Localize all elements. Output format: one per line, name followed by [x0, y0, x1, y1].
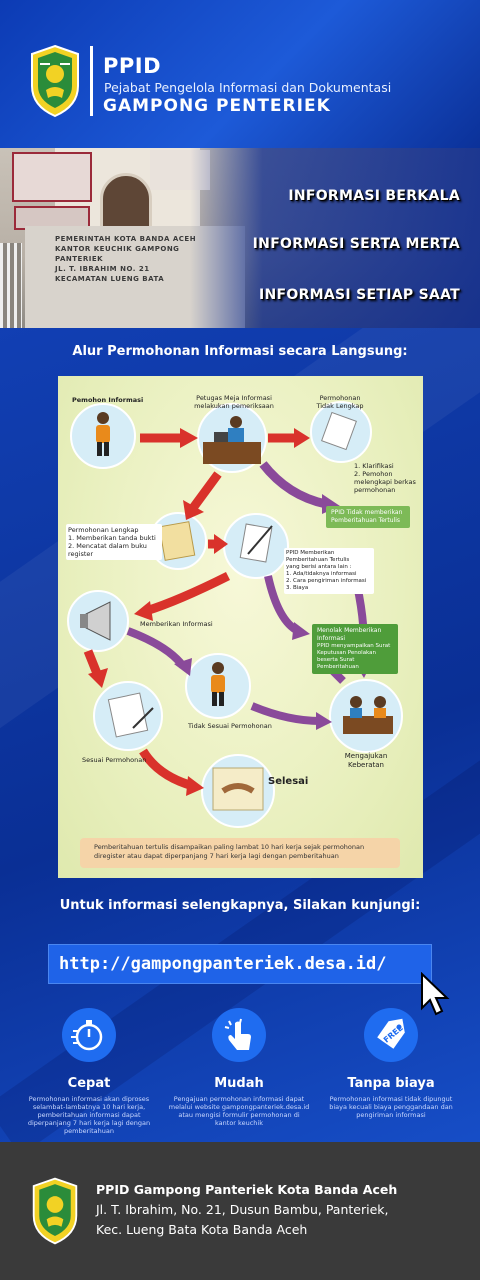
feature-title: Cepat — [67, 1076, 111, 1091]
flow-note: Pemberitahuan tertulis disampaikan palin… — [80, 838, 400, 868]
footer-address: Jl. T. Ibrahim, No. 21, Dusun Bambu, Pan… — [96, 1202, 389, 1217]
fence — [0, 243, 22, 328]
desk-officer-icon — [203, 416, 261, 464]
flow-label-line: yang berisi antara lain : — [286, 564, 352, 570]
arrow-purple — [126, 627, 187, 669]
feature-cepat: Cepat Permohonan informasi akan diproses… — [14, 1008, 164, 1135]
arrow-purple — [259, 461, 328, 509]
arrow-red-head — [214, 534, 228, 554]
header-name: GAMPONG PENTERIEK — [103, 96, 331, 116]
arrow-red-head — [186, 776, 204, 796]
office-sign-line: JL. T. IBRAHIM NO. 21 — [55, 265, 150, 273]
aceh-shield-emblem-icon — [32, 1177, 78, 1245]
flow-heading: Alur Permohonan Informasi secara Langsun… — [72, 344, 408, 359]
arrow-red-head — [180, 428, 198, 448]
menolak-box: Menolak Memberikan Informasi PPID menyam… — [312, 624, 398, 674]
arrow-red — [144, 571, 231, 616]
arrow-red-head — [294, 428, 310, 448]
mouse-cursor-icon — [421, 972, 450, 1016]
flow-label-line: 2. Cara pengiriman informasi — [286, 578, 367, 584]
header-title: PPID — [103, 54, 162, 78]
photo-overlay — [190, 148, 480, 328]
feature-icon-circle — [62, 1008, 116, 1062]
arrow-purple — [250, 702, 321, 725]
feature-title: Mudah — [214, 1076, 264, 1091]
flow-label-line: 3. Biaya — [286, 585, 309, 591]
flow-label: Memberikan Informasi — [140, 620, 213, 628]
website-link[interactable]: http://gampongpanteriek.desa.id/ — [48, 944, 432, 984]
arrow-red-head — [88, 668, 108, 688]
flow-label: Pemohon Informasi — [72, 396, 144, 404]
flow-label-line: PPID Memberikan Pemberitahuan Tertulis — [286, 550, 350, 563]
header-subtitle: Pejabat Pengelola Informasi dan Dokument… — [104, 80, 392, 95]
feature-desc: Permohonan informasi akan diproses selam… — [27, 1095, 151, 1135]
notice-board — [12, 152, 92, 202]
document-sign-icon — [107, 692, 154, 738]
flow-label: PPID Memberikan Pemberitahuan Tertulis y… — [284, 548, 374, 594]
feature-mudah: Mudah Pengajuan permohonan informasi dap… — [164, 1008, 314, 1127]
free-tag-icon: FREE — [377, 1018, 405, 1049]
feature-icon-circle — [212, 1008, 266, 1062]
person-icon — [96, 412, 110, 456]
flow-label: Sesuai Permohonan — [82, 756, 147, 764]
flowchart: Pemohon Informasi Petugas Meja Informasi… — [58, 376, 423, 878]
stopwatch-icon — [71, 1020, 103, 1051]
mengajukan-label: Mengajukan Keberatan — [344, 752, 388, 769]
office-sign: PEMERINTAH KOTA BANDA ACEH KANTOR KEUCHI… — [55, 234, 225, 284]
office-sign-line: KECAMATAN LUENG BATA — [55, 275, 165, 283]
footer-address: Kec. Lueng Bata Kota Banda Aceh — [96, 1222, 308, 1237]
arrow-red — [189, 471, 222, 511]
flow-label-line: 1. Memberikan tanda bukti — [68, 534, 156, 542]
flow-label-line: 2. Mencatat dalam buku register — [68, 542, 147, 558]
feature-desc: Pengajuan permohonan informasi dapat mel… — [168, 1095, 310, 1127]
flow-label-line: 1. Ada/tidaknya informasi — [286, 571, 357, 577]
arrow-purple-head — [316, 712, 332, 730]
feature-desc: Permohonan informasi tidak dipungut biay… — [329, 1095, 453, 1119]
office-sign-line: PEMERINTAH KOTA BANDA ACEH — [55, 235, 197, 243]
selesai-label: Selesai — [268, 776, 309, 787]
handshake-icon — [212, 767, 264, 811]
feature-title: Tanpa biaya — [347, 1076, 435, 1091]
footer-title: PPID Gampong Panteriek Kota Banda Aceh — [96, 1182, 398, 1197]
aceh-shield-emblem-icon — [31, 44, 79, 118]
document-icon — [321, 411, 357, 451]
flow-label-line: Menolak Memberikan Informasi — [317, 627, 382, 642]
visit-text: Untuk informasi selengkapnya, Silakan ku… — [59, 898, 421, 913]
flow-label: 1. Klarifikasi 2. Pemohon melengkapi ber… — [354, 462, 420, 494]
hand-click-icon — [224, 1018, 251, 1050]
ppid-tidak-box: PPID Tidak memberikan Pemberitahuan Tert… — [326, 506, 410, 528]
footer: PPID Gampong Panteriek Kota Banda Aceh J… — [0, 1142, 480, 1280]
megaphone-icon — [80, 601, 111, 641]
document-pen-icon — [239, 523, 273, 563]
feature-icon-circle: FREE — [364, 1008, 418, 1062]
flow-label-line: 2. Pemohon melengkapi berkas permohonan — [354, 470, 416, 494]
folder-icon — [158, 521, 196, 561]
arrow-purple-head — [292, 622, 310, 640]
arrow-red — [139, 748, 195, 791]
meeting-icon — [343, 696, 393, 734]
flow-label-line: Permohonan Lengkap — [68, 526, 139, 534]
feature-tanpa-biaya: FREE Tanpa biaya Permohonan informasi ti… — [316, 1008, 466, 1119]
arrow-red-head — [183, 500, 204, 520]
office-photo: PEMERINTAH KOTA BANDA ACEH KANTOR KEUCHI… — [0, 148, 480, 328]
office-sign-line: KANTOR KEUCHIK GAMPONG PANTERIEK — [55, 245, 180, 263]
flow-label: Permohonan Lengkap 1. Memberikan tanda b… — [66, 524, 162, 560]
info-berkala-link[interactable]: INFORMASI BERKALA — [288, 188, 460, 204]
info-setiap-saat-link[interactable]: INFORMASI SETIAP SAAT — [259, 287, 460, 303]
info-serta-merta-link[interactable]: INFORMASI SERTA MERTA — [252, 236, 460, 252]
person-icon — [211, 662, 225, 706]
flow-label: Petugas Meja Informasi melakukan pemerik… — [194, 394, 274, 410]
arrow-red-head — [134, 601, 153, 621]
flow-label: Permohonan Tidak Lengkap — [316, 394, 364, 410]
header-divider — [90, 46, 93, 116]
header: PPID Pejabat Pengelola Informasi dan Dok… — [0, 0, 480, 148]
flow-graphics — [67, 401, 403, 828]
flow-label-line: PPID menyampaikan Surat Keputusan Penola… — [317, 643, 391, 670]
flow-label: Tidak Sesuai Permohonan — [188, 722, 272, 730]
arrow-purple-head — [174, 658, 192, 676]
flow-label-line: 1. Klarifikasi — [354, 462, 394, 470]
